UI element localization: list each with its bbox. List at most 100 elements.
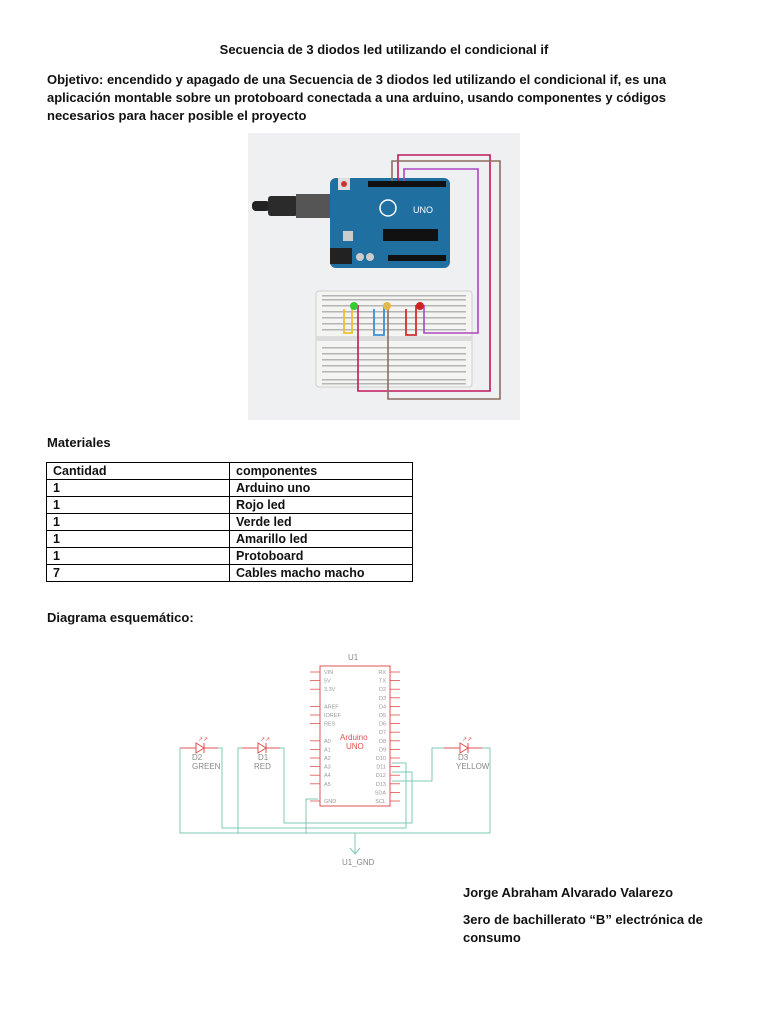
ic-pin-label: D4 [379, 704, 386, 710]
cell-quantity: 1 [46, 479, 230, 497]
table-row: 1 Amarillo led [46, 530, 413, 548]
ic-pin-label: AREF [324, 704, 339, 710]
table-header-row: Cantidad componentes [46, 462, 413, 480]
ic-pin-label: D9 [379, 747, 386, 753]
led-d1-symbol: ↗↗ D1 RED [242, 737, 280, 771]
ic-pin-label: D7 [379, 730, 386, 736]
cell-component: Protoboard [229, 547, 413, 565]
led-d2-symbol: ↗↗ D2 GREEN [180, 737, 221, 771]
ic-pin-label: IOREF [324, 713, 341, 719]
ic-pin-label: D5 [379, 713, 386, 719]
regulator [343, 231, 353, 241]
led-d1-color: RED [254, 762, 271, 771]
arduino-ic-body [319, 665, 391, 807]
objective-text: encendido y apagado de una Secuencia de … [47, 72, 667, 123]
led-yellow [383, 302, 391, 310]
ic-pin-label: D2 [379, 687, 386, 693]
ic-pin-label: A1 [324, 747, 331, 753]
usb-cable-body [268, 196, 298, 216]
led-d3-symbol: ↗↗ D3 YELLOW [444, 737, 490, 771]
ic-pin-label: D8 [379, 739, 386, 745]
author-course-line2: consumo [463, 930, 521, 945]
ic-pin-label: D3 [379, 696, 386, 702]
schematic-wires [179, 747, 491, 853]
analog-header [388, 255, 446, 261]
svg-text:↗↗: ↗↗ [462, 737, 472, 743]
usb-connector [296, 194, 330, 218]
led-red [416, 302, 424, 310]
ic-pin-label: GND [324, 799, 336, 805]
atmega-chip [383, 229, 438, 241]
ic-pin-label: 5V [324, 679, 331, 685]
ic-name-line1: Arduino [340, 733, 368, 742]
table-row: 7 Cables macho macho [46, 564, 413, 582]
ic-pin-label: VIN [324, 670, 333, 676]
ic-pin-label: TX [379, 679, 386, 685]
materials-table: Cantidad componentes 1 Arduino uno 1 Roj… [46, 462, 413, 582]
ic-pin-label: D10 [376, 756, 386, 762]
ground-arrow [349, 847, 361, 855]
ic-pin-label: D6 [379, 722, 386, 728]
objective-paragraph: Objetivo: encendido y apagado de una Sec… [47, 71, 717, 125]
ic-pin-label: D13 [376, 782, 386, 788]
ground-label: U1_GND [342, 858, 375, 867]
led-d1-ref: D1 [258, 753, 269, 762]
ic-pin-label: D11 [376, 765, 386, 771]
author-name: Jorge Abraham Alvarado Valarezo [463, 885, 674, 900]
circuit-photo: UNO [248, 133, 520, 420]
cell-component: Arduino uno [229, 479, 413, 497]
ic-pin-label: SDA [375, 790, 387, 796]
ic-pin-label: A0 [324, 739, 331, 745]
capacitor-1 [356, 253, 364, 261]
ic-pin-label: D12 [376, 773, 386, 779]
cell-quantity: 1 [46, 530, 230, 548]
led-d2-color: GREEN [192, 762, 221, 771]
ic-pin-label: 3.3V [324, 687, 336, 693]
wire-1 [357, 154, 491, 392]
ic-ref: U1 [348, 653, 359, 662]
ic-pin-label: RES [324, 722, 336, 728]
led-d2-ref: D2 [192, 753, 203, 762]
usb-plug-tip [252, 201, 270, 211]
author-course-line1: 3ero de bachillerato “B” electrónica de [463, 912, 703, 927]
header-componentes: componentes [229, 462, 413, 480]
wire-red [405, 305, 417, 336]
wire-2 [387, 160, 501, 400]
document-title: Secuencia de 3 diodos led utilizando el … [219, 42, 549, 57]
power-jack [330, 248, 352, 264]
arduino-logo [379, 199, 397, 217]
ic-pin-label: RX [378, 670, 386, 676]
digital-header [368, 181, 446, 187]
cell-component: Cables macho macho [229, 564, 413, 582]
circuit-illustration: UNO [252, 154, 501, 400]
cell-component: Amarillo led [229, 530, 413, 548]
cell-component: Verde led [229, 513, 413, 531]
cell-quantity: 1 [46, 496, 230, 514]
header-cantidad: Cantidad [46, 462, 230, 480]
schematic-heading: Diagrama esquemático: [47, 610, 194, 625]
cell-quantity: 7 [46, 564, 230, 582]
svg-text:↗↗: ↗↗ [198, 737, 208, 743]
table-row: 1 Arduino uno [46, 479, 413, 497]
wire-yellow [343, 305, 353, 334]
breadboard-holes [322, 295, 466, 385]
breadboard-channel [316, 336, 472, 341]
cell-quantity: 1 [46, 513, 230, 531]
led-green [350, 302, 358, 310]
wire-blue [373, 305, 385, 336]
wire-3 [403, 168, 479, 334]
materials-heading: Materiales [47, 435, 111, 450]
arduino-board [330, 178, 450, 268]
table-row: 1 Verde led [46, 513, 413, 531]
svg-text:↗↗: ↗↗ [260, 737, 270, 743]
ic-pin-label: A4 [324, 773, 331, 779]
ic-pin-label: SCL [375, 799, 386, 805]
ic-pin-label: A2 [324, 756, 331, 762]
reset-button-cap [341, 181, 347, 187]
ic-pin-label: A5 [324, 782, 331, 788]
cell-quantity: 1 [46, 547, 230, 565]
capacitor-2 [366, 253, 374, 261]
